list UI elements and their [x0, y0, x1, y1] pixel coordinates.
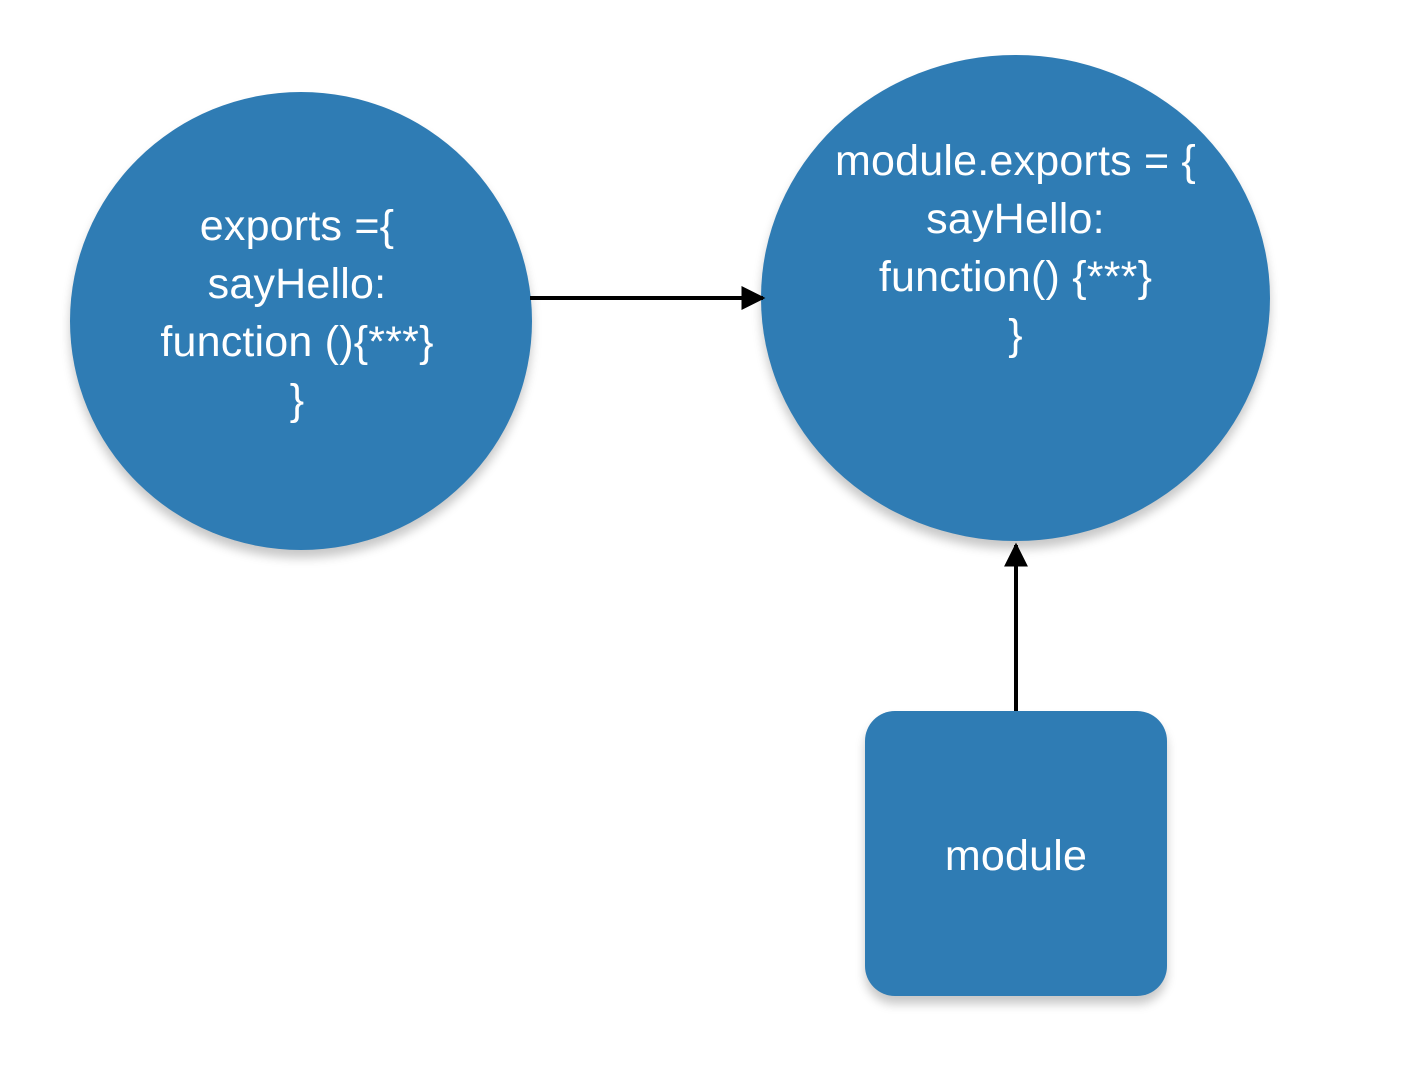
module-exports-node-text: module.exports = { sayHello: function() …	[835, 132, 1196, 364]
exports-node-text: exports ={ sayHello: function (){***} }	[160, 197, 433, 429]
exports-node-line-2: sayHello:	[207, 260, 387, 308]
module-node: module	[865, 711, 1167, 996]
exports-node-line-4: }	[289, 376, 305, 424]
module-node-text: module	[945, 827, 1087, 885]
exports-node-line-3: function (){***}	[160, 318, 434, 366]
module-exports-node-line-3: function() {***}	[878, 253, 1153, 301]
module-exports-node: module.exports = { sayHello: function() …	[761, 55, 1270, 541]
module-exports-node-line-4: }	[1008, 311, 1023, 359]
exports-node-line-1: exports ={	[199, 202, 395, 250]
module-exports-node-line-2: sayHello:	[926, 195, 1105, 243]
module-exports-node-line-1: module.exports = {	[835, 137, 1196, 185]
module-node-label: module	[944, 831, 1088, 880]
exports-node: exports ={ sayHello: function (){***} }	[70, 92, 532, 550]
